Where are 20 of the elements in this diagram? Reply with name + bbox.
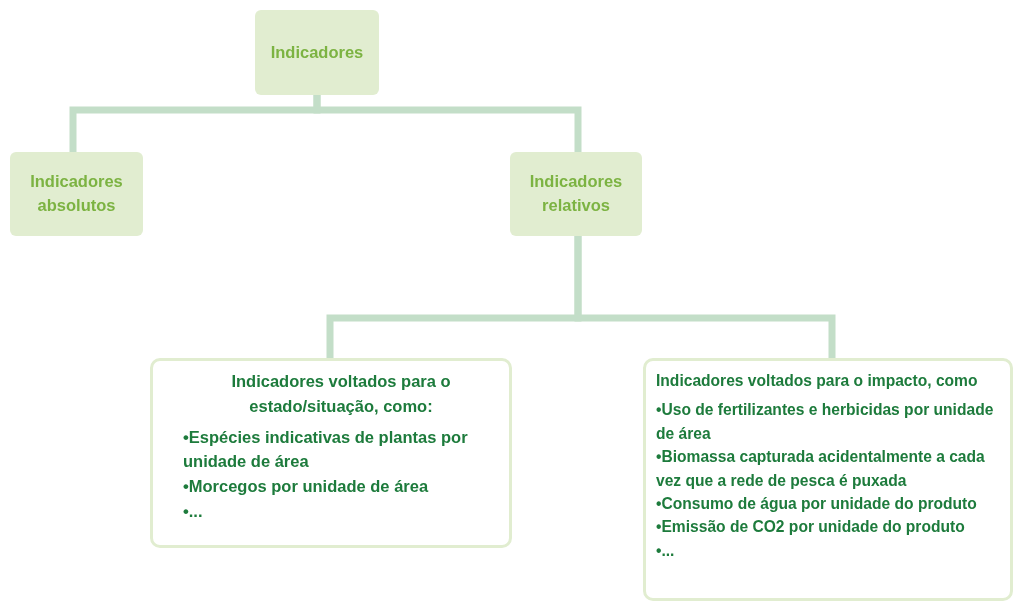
list-item: •... [656,540,676,561]
content-box [643,358,1013,601]
box-label: Indicadores absolutos [29,171,124,216]
category-box [510,152,642,236]
list-item: •... [183,500,204,522]
connector-line [574,236,836,358]
content-box [150,358,512,548]
list-item: •Espécies indicativas de plantas por unidade de área [183,426,469,473]
box-heading: Indicadores voltados para o impacto, como [656,371,979,391]
connector-line [313,95,582,152]
category-box [255,10,379,95]
box-label: Indicadores relativos [528,171,624,216]
list-item: •Emissão de CO2 por unidade do produto [656,517,966,538]
list-item: •Biomassa capturada acidentalmente a cada vez que a rede de pesca é puxada [656,447,986,491]
category-box [10,152,143,236]
list-item: •Morcegos por unidade de área [183,476,430,497]
list-item: •Consumo de água por unidade do produto [656,493,978,514]
box-label: Indicadores [270,41,364,63]
box-heading: Indicadores voltados para o estado/situação, como: [230,371,452,417]
list-item: •Uso de fertilizantes e herbicidas por unidade de área [656,400,995,444]
